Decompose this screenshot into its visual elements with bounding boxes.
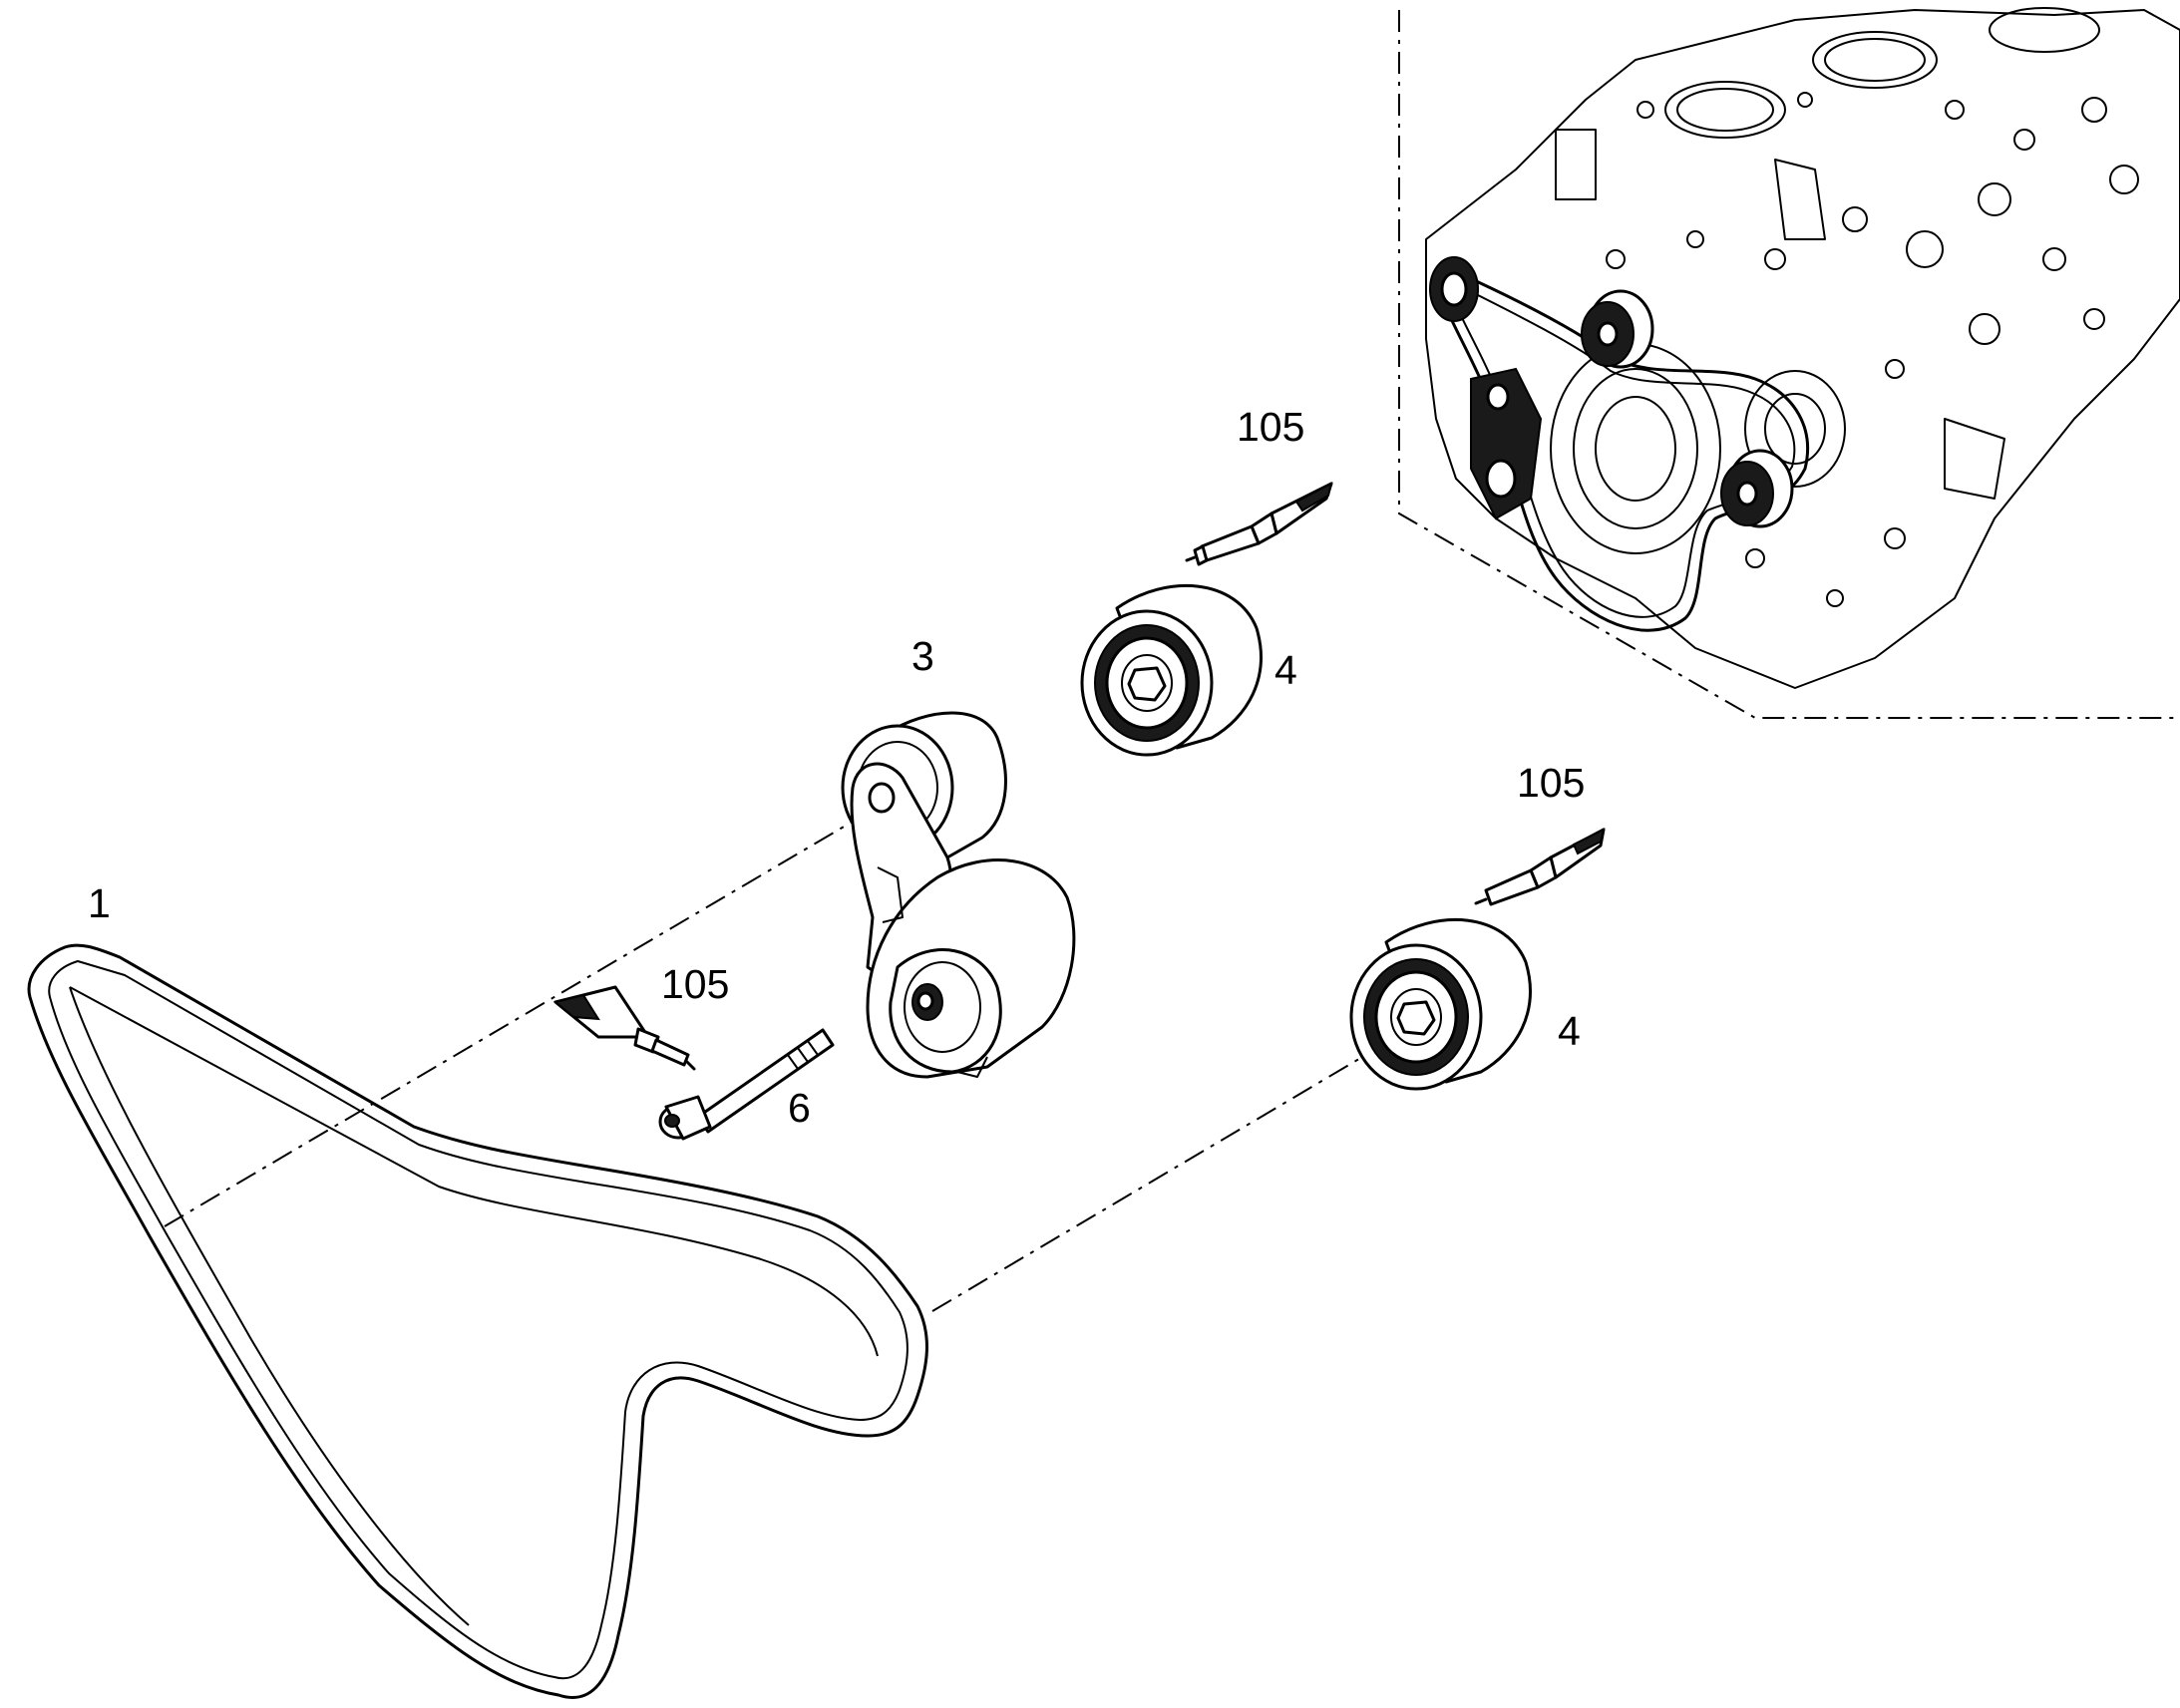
sealant-tube-upper — [1185, 482, 1333, 566]
callout-idler-upper: 4 — [1274, 647, 1297, 693]
sealant-tube-left — [552, 985, 696, 1071]
callout-sealant-middle: 105 — [1517, 760, 1585, 806]
callout-idler-lower: 4 — [1558, 1008, 1581, 1054]
idler-pulley-upper — [1080, 583, 1263, 757]
screw — [658, 1028, 835, 1141]
sealant-tube-middle — [1474, 828, 1606, 906]
callout-sealant-upper: 105 — [1237, 404, 1304, 450]
callout-sealant-left: 105 — [661, 961, 729, 1007]
callout-screw: 6 — [788, 1085, 811, 1131]
engine-block-inset — [1398, 7, 2180, 719]
belt — [27, 943, 928, 1699]
centerline-tensioner — [164, 812, 869, 1227]
callout-belt: 1 — [88, 880, 111, 926]
centerline-idler-lower — [931, 1036, 1397, 1312]
idler-pulley-lower — [1349, 917, 1532, 1091]
belt-tensioner — [841, 711, 1076, 1079]
inset-border — [1398, 10, 2180, 719]
callout-tensioner: 3 — [911, 633, 934, 679]
